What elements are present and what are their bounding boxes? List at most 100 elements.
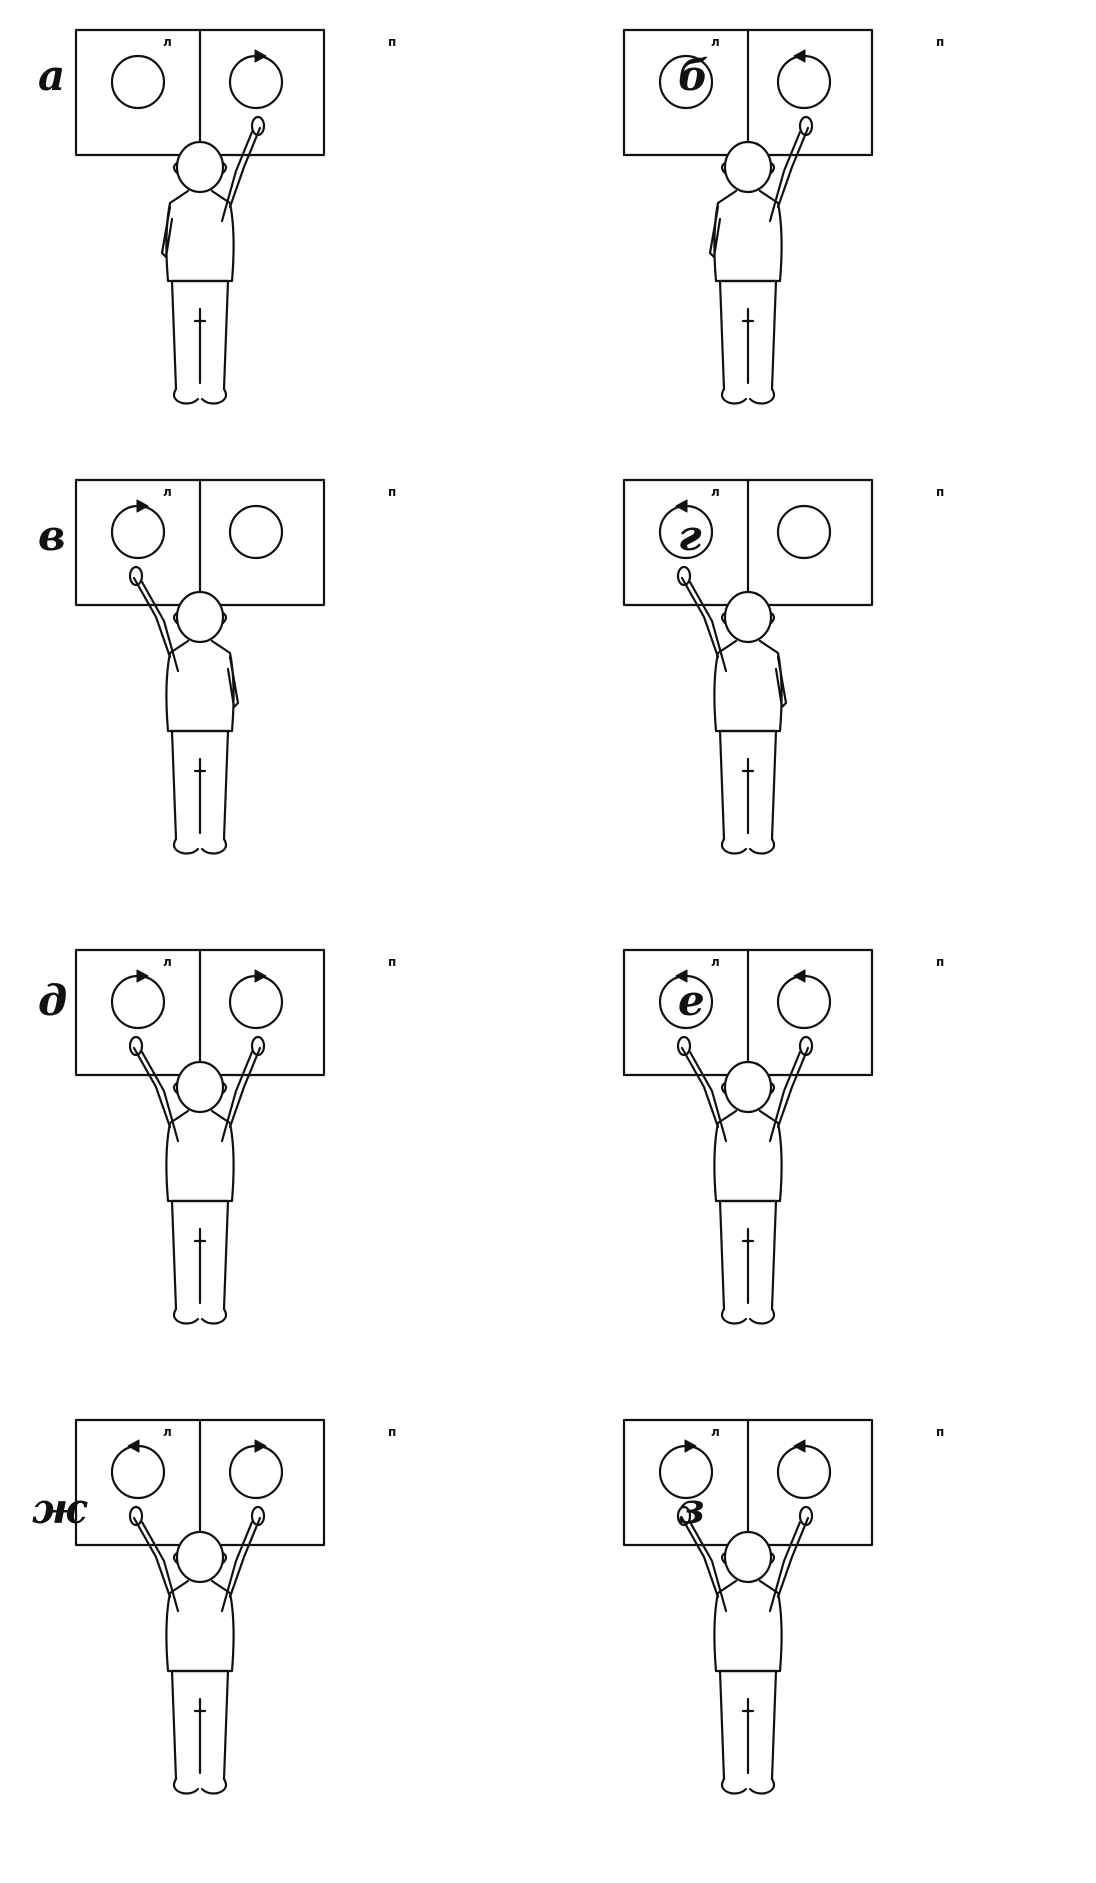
panel-g: г л п	[548, 470, 1096, 940]
left-rotation-arrow-icon	[675, 499, 688, 513]
right-lowered-arm	[226, 655, 240, 709]
right-rotation-arrow-icon	[254, 969, 267, 983]
panel-zh: ж л п	[0, 1410, 548, 1880]
board-left-corner-label: л	[163, 1425, 172, 1439]
panel-label: б	[678, 51, 709, 100]
board-right-corner-label: п	[388, 35, 397, 49]
left-rotation-arrow-icon	[684, 1439, 697, 1453]
right-circle	[228, 54, 284, 110]
person-figure	[676, 1035, 814, 1325]
person-figure	[676, 565, 788, 855]
left-circle	[110, 54, 166, 110]
trouser-seam	[741, 757, 755, 835]
figure-drawing	[622, 948, 874, 1325]
left-circle	[110, 974, 166, 1030]
feet	[720, 1777, 776, 1795]
shirt	[713, 1579, 783, 1673]
panel-d: д л п	[0, 940, 548, 1410]
right-raised-arm-inner	[220, 1050, 254, 1143]
panel-label: д	[38, 976, 68, 1025]
right-raised-arm-inner	[768, 1520, 802, 1613]
left-ear	[172, 161, 179, 175]
right-ear	[769, 1551, 776, 1565]
figure-drawing	[74, 478, 326, 855]
board-left-corner-label: л	[711, 955, 720, 969]
person-figure	[128, 1505, 266, 1795]
left-ear	[172, 1551, 179, 1565]
left-hand	[676, 565, 692, 587]
shirt	[165, 1109, 235, 1203]
right-raised-arm-inner	[768, 1050, 802, 1143]
right-lowered-arm	[774, 655, 788, 709]
trouser-seam	[193, 1227, 207, 1305]
right-ear	[221, 161, 228, 175]
left-raised-arm	[132, 1516, 172, 1599]
left-ear	[720, 1551, 727, 1565]
left-raised-arm-inner	[140, 580, 180, 673]
panel-label: в	[38, 511, 66, 560]
feet	[172, 837, 228, 855]
person-figure	[128, 565, 240, 855]
panel-a: а л п	[0, 0, 548, 470]
trousers	[170, 729, 230, 841]
panel-label: а	[38, 51, 66, 100]
left-rotation-arrow-icon	[675, 969, 688, 983]
right-ear	[769, 1081, 776, 1095]
left-ear	[172, 1081, 179, 1095]
head	[723, 140, 773, 194]
left-raised-arm	[132, 1046, 172, 1129]
left-raised-arm	[680, 1516, 720, 1599]
right-circle	[776, 1444, 832, 1500]
board-left-corner-label: л	[163, 485, 172, 499]
left-ear	[172, 611, 179, 625]
figure-drawing	[74, 948, 326, 1325]
feet	[172, 1307, 228, 1325]
right-raised-arm	[776, 1516, 810, 1599]
left-raised-arm-inner	[688, 580, 728, 673]
right-circle	[776, 504, 832, 560]
person-figure	[676, 1505, 814, 1795]
left-hand	[128, 1035, 144, 1057]
trousers	[718, 279, 778, 391]
person-figure	[708, 115, 814, 405]
trouser-seam	[193, 307, 207, 385]
right-raised-arm	[228, 126, 262, 209]
board-right-corner-label: п	[388, 955, 397, 969]
panel-label: з	[678, 1484, 705, 1533]
right-circle	[228, 974, 284, 1030]
trousers	[718, 1669, 778, 1781]
panel-label: е	[678, 976, 705, 1025]
board-right-corner-label: п	[936, 955, 945, 969]
board-right-corner-label: п	[388, 485, 397, 499]
feet	[720, 1307, 776, 1325]
right-circle	[776, 54, 832, 110]
left-circle	[658, 54, 714, 110]
board-left-corner-label: л	[711, 1425, 720, 1439]
right-raised-arm	[776, 126, 810, 209]
right-raised-arm-inner	[220, 130, 254, 223]
head	[175, 140, 225, 194]
left-ear	[720, 1081, 727, 1095]
left-raised-arm	[132, 576, 172, 659]
board-right-corner-label: п	[936, 485, 945, 499]
left-rotation-arrow-icon	[127, 1439, 140, 1453]
right-hand	[250, 1035, 266, 1057]
right-hand	[798, 115, 814, 137]
board-right-corner-label: п	[388, 1425, 397, 1439]
right-circle	[776, 974, 832, 1030]
left-raised-arm-inner	[688, 1050, 728, 1143]
right-hand	[798, 1505, 814, 1527]
panel-b: б л п	[548, 0, 1096, 470]
head	[723, 1530, 773, 1584]
trouser-seam	[741, 1697, 755, 1775]
right-raised-arm-inner	[768, 130, 802, 223]
board-right-corner-label: п	[936, 1425, 945, 1439]
right-raised-arm-inner	[220, 1520, 254, 1613]
left-raised-arm-inner	[688, 1520, 728, 1613]
head	[175, 590, 225, 644]
left-lowered-arm	[160, 205, 174, 259]
shirt	[165, 639, 235, 733]
right-ear	[221, 1551, 228, 1565]
shirt	[713, 639, 783, 733]
